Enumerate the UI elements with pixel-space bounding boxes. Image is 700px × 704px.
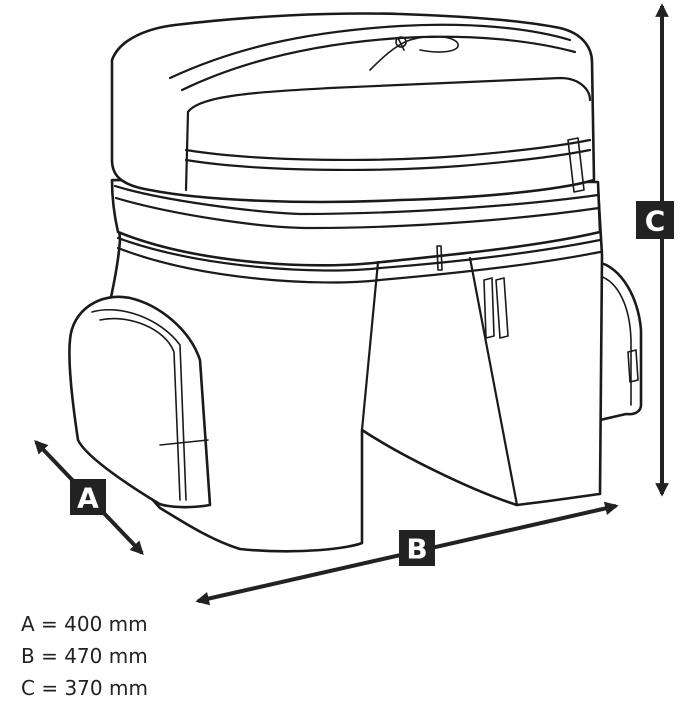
dimension-a-label: A <box>77 482 99 515</box>
dimension-a: A <box>34 440 144 555</box>
lid-top-zip-1 <box>168 23 572 80</box>
left-pocket-zip-2 <box>99 317 181 501</box>
right-pocket-puller <box>627 349 639 383</box>
pannier-right-bottom <box>360 428 519 507</box>
pannier-gap-left <box>360 260 380 432</box>
dimension-c-label: C <box>645 205 666 238</box>
pannier-gap-right <box>468 256 519 507</box>
dimension-a-label-box <box>70 479 106 515</box>
dimension-b-label: B <box>406 533 427 566</box>
dimension-b: B <box>195 501 619 606</box>
right-pocket-zip-line <box>599 275 632 406</box>
left-pocket-zip-1 <box>91 308 187 501</box>
bag-expansion-band <box>110 178 602 267</box>
dimension-b-label-box <box>399 530 435 566</box>
lower-zip-line <box>116 236 602 272</box>
lid-drawcord <box>369 35 459 71</box>
legend-row-c: C = 370 mm <box>21 676 148 700</box>
lower-zip-line-2 <box>116 246 602 284</box>
center-zip-puller <box>436 245 443 271</box>
expansion-band-seam-top <box>113 184 600 216</box>
lid-front-panel <box>186 76 592 114</box>
lid-zip-puller-right <box>567 137 585 193</box>
legend-row-b: B = 470 mm <box>21 644 148 668</box>
lid-top-zip-2 <box>180 35 577 92</box>
expansion-band-seam-mid <box>114 196 601 230</box>
pannier-zip-puller-2 <box>495 277 509 339</box>
legend-row-a: A = 400 mm <box>21 612 148 636</box>
left-pocket-base <box>159 439 209 446</box>
bag-illustration <box>68 12 643 553</box>
dimension-c: C <box>636 3 674 497</box>
lid-front-zip-2 <box>184 148 592 172</box>
lid-cord-lock <box>395 36 407 48</box>
lid-front-zip <box>184 138 592 162</box>
dimension-legend: A = 400 mm B = 470 mm C = 370 mm <box>21 608 148 704</box>
dimension-c-label-box <box>636 201 674 239</box>
pannier-zip-puller-1 <box>483 277 495 339</box>
